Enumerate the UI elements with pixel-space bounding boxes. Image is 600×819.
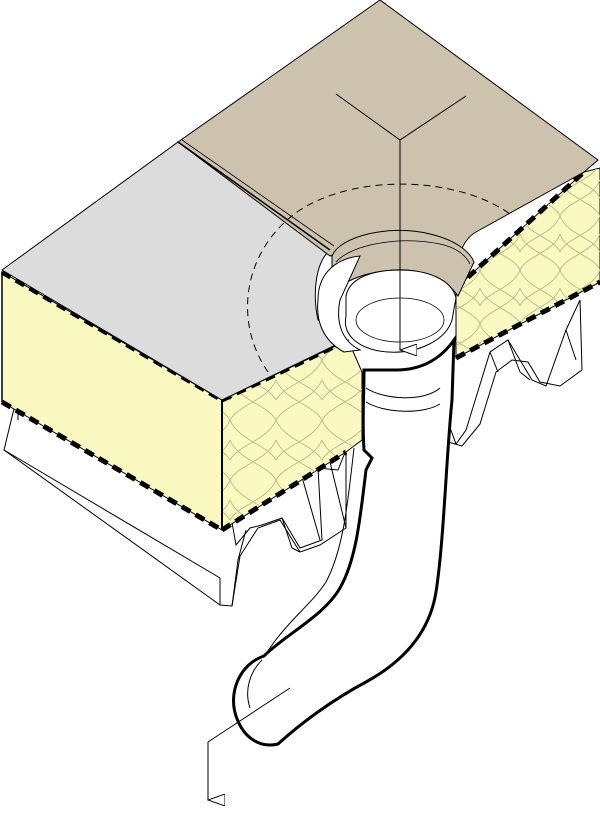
downpipe (232, 335, 456, 747)
drain-clamp-ring (247, 183, 511, 373)
drain-outlet (317, 229, 475, 353)
flow-arrow-in (335, 93, 467, 350)
flow-arrow-out (208, 687, 291, 800)
